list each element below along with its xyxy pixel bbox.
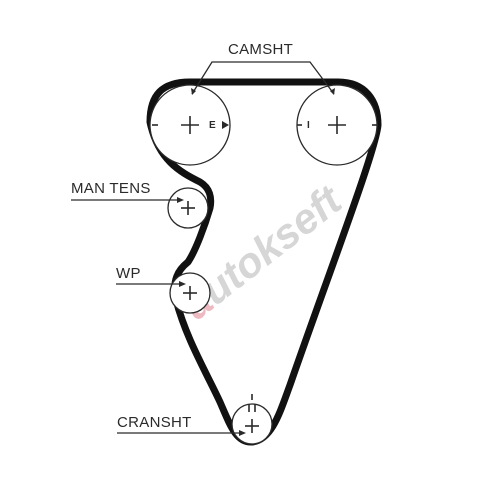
crankshaft-pulley (231, 394, 273, 445)
water-pump-pulley (169, 272, 211, 314)
water-pump-callout: WP (116, 265, 186, 287)
intake-camshaft-pulley: I (296, 84, 378, 166)
camshaft-right-arrow-icon (330, 88, 335, 95)
camshaft-callout: CAMSHT (191, 41, 335, 95)
camshaft-left-arrow-icon (191, 88, 196, 95)
water-pump-arrow-icon (179, 281, 186, 287)
exhaust-arrow-icon (222, 121, 229, 129)
timing-belt (146, 78, 382, 446)
exhaust-camshaft-pulley: E (149, 84, 231, 166)
crankshaft-callout: CRANSHT (117, 414, 246, 436)
crankshaft-arrow-icon (239, 430, 246, 436)
manual-tensioner-callout: MAN TENS (71, 180, 184, 203)
camshaft-label: CAMSHT (228, 41, 293, 58)
intake-mark-label: I (307, 120, 310, 131)
water-pump-label: WP (116, 265, 141, 282)
manual-tensioner-label: MAN TENS (71, 180, 151, 197)
manual-tensioner-arrow-icon (177, 197, 184, 203)
exhaust-mark-label: E (209, 120, 216, 131)
manual-tensioner-pulley (167, 187, 209, 229)
crankshaft-label: CRANSHT (117, 414, 192, 431)
